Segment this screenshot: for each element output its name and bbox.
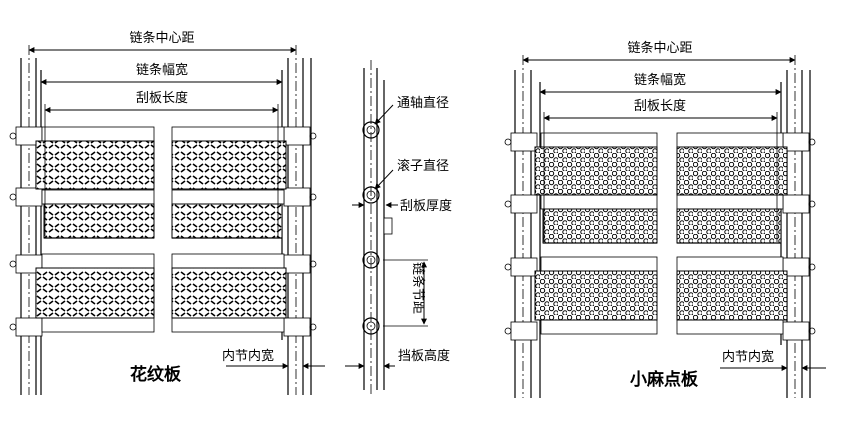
right-chain-links bbox=[504, 132, 816, 341]
left-panel: 链条中心距 链条幅宽 刮板长度 内节内宽 花纹板 bbox=[9, 30, 325, 395]
roller-circles bbox=[362, 121, 380, 335]
shaft-diameter-label: 通轴直径 bbox=[397, 96, 449, 111]
left-scraper-length-label: 刮板长度 bbox=[136, 90, 188, 106]
left-chain-right bbox=[281, 45, 312, 395]
right-brick-rows bbox=[540, 132, 784, 335]
chain-pitch-label: 链条节距 bbox=[410, 262, 426, 314]
right-dimensions bbox=[522, 57, 826, 371]
left-tread-plates bbox=[35, 140, 287, 319]
right-chain-width-label: 链条幅宽 bbox=[634, 72, 686, 88]
right-dotted-plates bbox=[534, 146, 788, 321]
baffle-height-label: 挡板高度 bbox=[398, 348, 450, 364]
left-inner-link-width-label: 内节内宽 bbox=[222, 348, 274, 364]
right-chain-center-distance-label: 链条中心距 bbox=[627, 40, 692, 56]
roller-diameter-label: 滚子直径 bbox=[397, 158, 449, 174]
left-brick-rows bbox=[41, 126, 285, 333]
scraper-thickness-label: 刮板厚度 bbox=[400, 198, 452, 214]
right-chain-right bbox=[780, 55, 811, 398]
right-inner-link-width-label: 内节内宽 bbox=[722, 349, 774, 365]
right-caption: 小麻点板 bbox=[630, 369, 699, 390]
right-chain-left bbox=[514, 55, 541, 398]
left-chain-left bbox=[20, 45, 42, 395]
scraper-section bbox=[383, 217, 393, 235]
left-chain-center-distance-label: 链条中心距 bbox=[129, 30, 194, 46]
left-dimensions bbox=[28, 47, 325, 369]
left-chain-width-label: 链条幅宽 bbox=[136, 62, 188, 78]
middle-dimensions bbox=[345, 104, 428, 369]
left-caption: 花纹板 bbox=[130, 364, 182, 385]
right-scraper-length-label: 刮板长度 bbox=[634, 98, 686, 114]
right-panel: 链条中心距 链条幅宽 刮板长度 内节内宽 小麻点板 bbox=[504, 40, 826, 398]
middle-panel: 通轴直径 滚子直径 刮板厚度 链条节距 挡板高度 bbox=[345, 60, 452, 395]
